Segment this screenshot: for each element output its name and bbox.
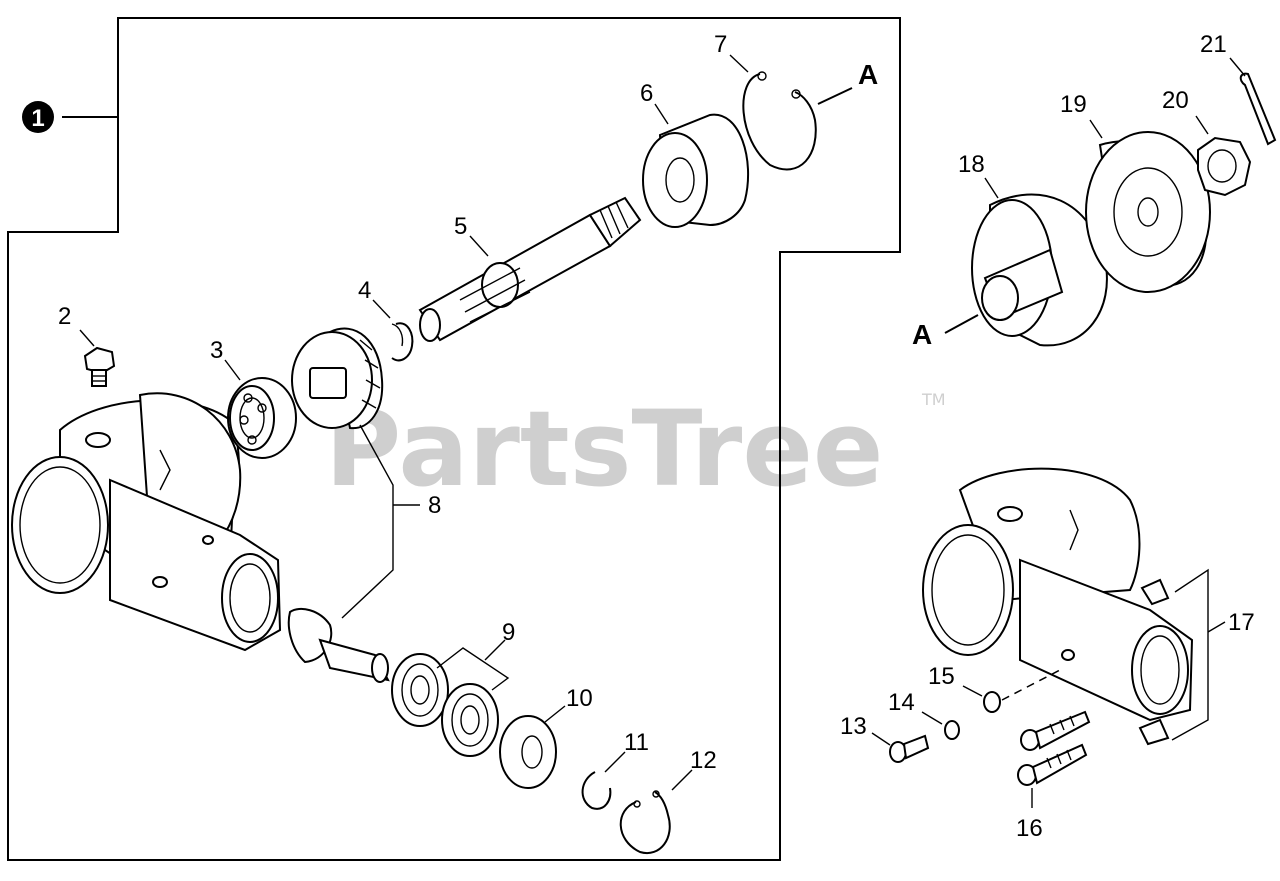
leader-21: [1229, 57, 1246, 77]
circlip-large: [742, 71, 817, 171]
leader-12: [671, 769, 693, 791]
bracket-9: [436, 647, 510, 691]
leader-11: [604, 751, 626, 773]
callout-10: 10: [566, 685, 593, 712]
callout-21: 21: [1200, 31, 1227, 58]
snap-ring-small: [391, 322, 414, 362]
reference-a-top: A: [858, 59, 878, 90]
snap-ring-lower: [581, 771, 612, 810]
callout-5: 5: [454, 213, 467, 240]
leader-14: [921, 711, 943, 725]
bevel-gear-large: [291, 327, 384, 430]
assembly-outline: [7, 17, 901, 861]
long-screw-lower: [1017, 743, 1088, 786]
splined-shaft: [418, 196, 642, 342]
leader-ref-a-bottom: [944, 314, 979, 334]
callout-9: 9: [502, 619, 515, 646]
clamp-plates: [1138, 578, 1170, 746]
leader-20: [1195, 115, 1209, 135]
callout-12: 12: [690, 747, 717, 774]
leader-6: [654, 103, 669, 125]
leader-17: [1207, 621, 1226, 633]
gear-housing-right: [922, 467, 1194, 722]
callout-2: 2: [58, 303, 71, 330]
circlip-lower: [619, 790, 671, 855]
long-screw-upper: [1020, 710, 1091, 751]
hex-nut: [1197, 136, 1252, 197]
bracket-8: [341, 424, 394, 619]
assembly-axis: [1001, 669, 1061, 701]
callout-labels: 2 3 4 5 6 7 8 9 10 11 12 13 14 15 16 17 …: [58, 31, 1255, 842]
watermark-trademark: TM: [921, 390, 946, 409]
pinion-gear: [287, 607, 390, 683]
callout-19: 19: [1060, 91, 1087, 118]
cotter-pin: [1239, 72, 1277, 146]
watermark-text: PartsTree: [325, 388, 883, 510]
leader-ref-a-top: [817, 87, 853, 105]
screw-13: [889, 734, 930, 763]
callout-6: 6: [640, 80, 653, 107]
bearing-sealed: [499, 715, 557, 789]
leader-13: [871, 732, 891, 746]
bracket-17: [1171, 568, 1209, 741]
assembly-marker-label: 1: [31, 105, 44, 132]
cup-washer: [1085, 131, 1211, 293]
leader-9: [484, 639, 506, 661]
callout-8: 8: [428, 492, 441, 519]
callout-14: 14: [888, 689, 915, 716]
lock-washer-14: [944, 720, 960, 740]
callout-13: 13: [840, 713, 867, 740]
callout-18: 18: [958, 151, 985, 178]
leader-18: [984, 177, 999, 199]
watermark: PartsTree TM: [325, 388, 946, 510]
washer-15: [983, 691, 1001, 713]
bearing-lower-b: [441, 683, 499, 757]
leader-2: [79, 329, 95, 347]
leader-7: [729, 54, 749, 73]
leader-10: [544, 705, 566, 723]
callout-16: 16: [1016, 815, 1043, 842]
gear-housing: [11, 392, 282, 652]
callout-17: 17: [1228, 609, 1255, 636]
leader-19: [1089, 119, 1103, 139]
callout-3: 3: [210, 337, 223, 364]
bearing-outer: [642, 113, 749, 228]
assembly-marker-circle: [22, 101, 54, 133]
callout-7: 7: [714, 31, 727, 58]
leader-3: [224, 359, 241, 381]
bolt: [83, 346, 116, 387]
callout-15: 15: [928, 663, 955, 690]
leader-15: [962, 685, 983, 697]
reference-a-bottom: A: [912, 319, 932, 350]
bearing-upper: [227, 377, 297, 459]
leader-4: [372, 299, 391, 319]
bearing-lower-a: [391, 653, 449, 727]
callout-11: 11: [624, 729, 649, 756]
callout-20: 20: [1162, 87, 1189, 114]
leader-5: [469, 235, 489, 257]
callout-4: 4: [358, 277, 371, 304]
